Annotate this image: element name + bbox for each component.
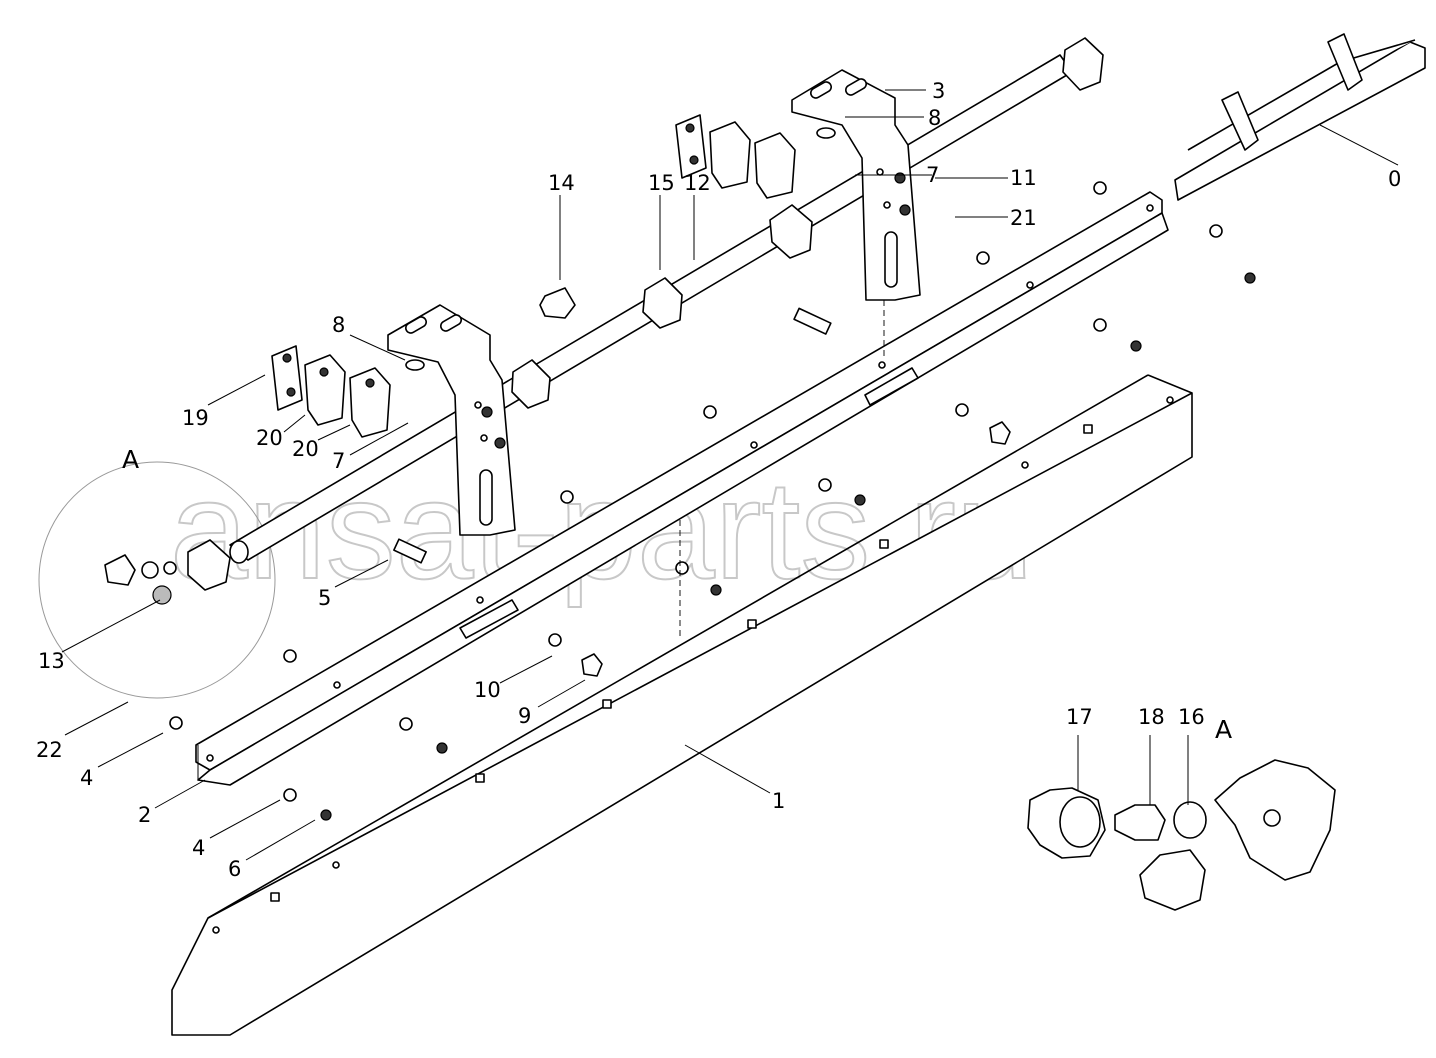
callout-7-upper: 7 [926,163,939,187]
callout-21: 21 [1010,206,1037,230]
callout-7-lower: 7 [332,449,345,473]
callout-9: 9 [518,704,531,728]
callout-12: 12 [684,171,711,195]
detail-a-enlarged [1027,759,1336,911]
view-label-a-left: A [122,445,139,474]
blade-part-1 [171,374,1193,1036]
callout-labels: A A 0 1 2 3 4 4 5 6 7 7 8 8 9 10 11 12 1… [36,79,1401,881]
callout-8-upper: 8 [928,106,941,130]
callout-16: 16 [1178,705,1205,729]
bracket-left [387,304,516,536]
nozzle-body-top-right [1062,37,1104,91]
callout-8-lower: 8 [332,313,345,337]
callout-1: 1 [772,789,785,813]
detail-circle-a [38,461,276,699]
nozzle-body-left [511,359,551,409]
callout-20-right: 20 [292,437,319,461]
callout-22: 22 [36,738,63,762]
nozzle-body-15 [642,277,683,329]
callout-5: 5 [318,586,331,610]
callout-3: 3 [932,79,945,103]
leader-lines [61,89,1399,861]
view-label-a-right: A [1215,715,1232,744]
callout-4-lower: 4 [192,836,205,860]
callout-13: 13 [38,649,65,673]
nozzle-bar-part-0 [1174,33,1426,201]
bracket-right-part-3 [791,69,921,301]
callout-17: 17 [1066,705,1093,729]
clamp-block-upper-b [754,132,796,199]
callout-0: 0 [1388,167,1401,191]
callout-15: 15 [648,171,675,195]
callout-4-upper: 4 [80,766,93,790]
nozzle-cap-14 [539,287,576,319]
callout-20-left: 20 [256,426,283,450]
detail-a-small-nozzle [104,539,231,605]
clamp-block-20b [349,367,391,438]
nozzle-body-upper [769,204,813,259]
callout-18: 18 [1138,705,1165,729]
callout-6: 6 [228,857,241,881]
callout-10: 10 [474,678,501,702]
callout-14: 14 [548,171,575,195]
clamp-plate-19 [271,345,303,411]
callout-11: 11 [1010,166,1037,190]
fasteners [169,172,1256,821]
callout-2: 2 [138,803,151,827]
callout-19: 19 [182,406,209,430]
angle-bar-part-2 [195,191,1169,786]
clamp-block-20a [304,354,346,426]
clamp-block-upper-a [709,121,751,189]
clamp-plate-upper [675,114,707,179]
